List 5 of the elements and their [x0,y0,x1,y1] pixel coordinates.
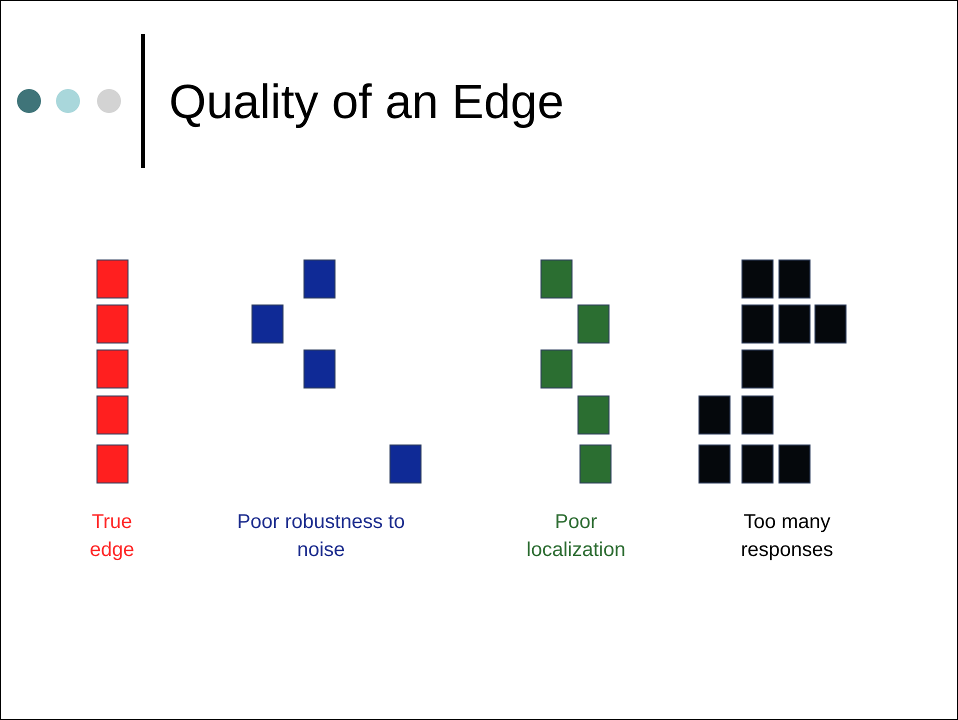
example-caption: Too many responses [740,510,834,563]
example-caption: Poor robustness to noise [236,510,406,563]
example-caption: Poor localization [526,510,626,563]
slide-title: Quality of an Edge [169,75,564,131]
example-caption: True edge [88,510,136,563]
